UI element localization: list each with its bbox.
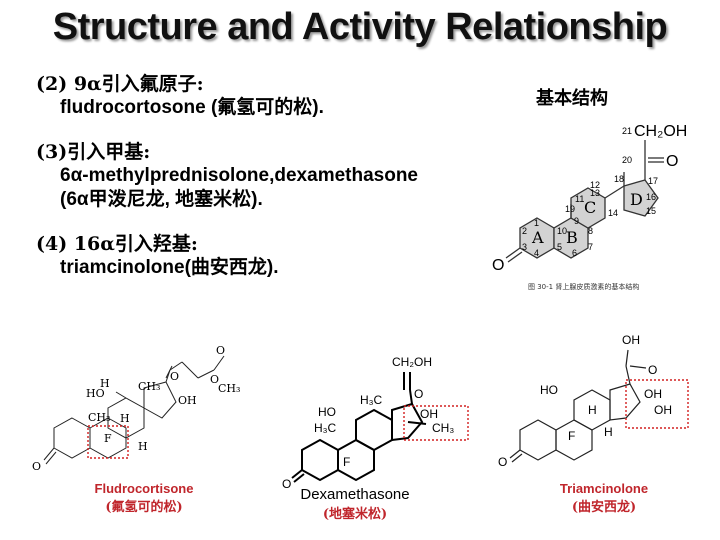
label-oh1: OH <box>644 387 662 401</box>
label-h-b: H <box>604 425 613 439</box>
atom-5: 5 <box>557 242 562 252</box>
sar-item-heading: (2) 9α引入氟原子: <box>36 73 204 95</box>
ring-d <box>623 179 659 217</box>
atom-8: 8 <box>588 226 593 236</box>
label-o-left: O <box>32 460 41 473</box>
fludrocortisone-labels: H HO CH₃ CH₃ H F H OH O O O CH₃ O <box>32 344 240 473</box>
fludrocortisone-cn: (氟氢可的松) <box>105 500 183 515</box>
label-o-left: O <box>282 477 291 491</box>
label-oh2: OH <box>654 403 672 417</box>
label-ch3-ester: CH₃ <box>218 382 240 395</box>
label-o-keto: O <box>170 370 179 383</box>
atom-10: 10 <box>557 226 567 236</box>
atom-20: 20 <box>622 155 632 165</box>
label-f: F <box>343 455 350 469</box>
atom-21: 21 <box>622 126 632 136</box>
label-ho: HO <box>86 387 105 400</box>
ring-label-d: D <box>630 190 643 209</box>
label-ho: HO <box>318 405 336 419</box>
triamcinolone-caption: Triamcinolone (曲安西龙) <box>534 481 674 515</box>
ring-label-c: C <box>584 198 596 217</box>
triamcinolone-name: Triamcinolone <box>559 481 649 496</box>
fludrocortisone-structure <box>43 355 225 465</box>
basic-structure-label: 基本结构 <box>536 88 608 109</box>
label-h-a: H <box>588 403 597 417</box>
sar-item-methyl: (3)引入甲基: 6α-methylprednisolone,dexametha… <box>36 140 526 212</box>
atom-4: 4 <box>534 248 539 258</box>
dexamethasone-structure <box>291 372 427 483</box>
triamcinolone-cn: (曲安西龙) <box>571 500 637 515</box>
label-o-left: O <box>498 455 507 469</box>
atom-ch2oh: CH₂OH <box>634 123 687 140</box>
label-ch3a: CH₃ <box>138 380 160 393</box>
atom-12: 12 <box>590 180 600 190</box>
label-f: F <box>104 432 112 445</box>
atom-1: 1 <box>534 218 539 228</box>
fludrocortisone-caption: Fludrocortisone (氟氢可的松) <box>72 481 216 515</box>
dexamethasone-caption: Dexamethasone (地塞米松) <box>270 486 440 522</box>
sar-item-example: triamcinolone(曲安西龙). <box>60 257 279 278</box>
label-ch3b: CH₃ <box>88 411 110 424</box>
atom-3: 3 <box>522 242 527 252</box>
label-h-top: H <box>100 377 110 390</box>
label-o: O <box>648 363 657 377</box>
label-oh: OH <box>420 407 438 421</box>
sar-list: (2) 9α引入氟原子: fludrocortosone (氟氢可的松). (3… <box>36 72 526 300</box>
atom-19: 19 <box>565 204 575 214</box>
basic-structure-caption: 图 30-1 肾上腺皮质激素的基本结构 <box>528 283 640 291</box>
atom-9: 9 <box>574 216 579 226</box>
fludrocortisone-highlight-box <box>87 425 129 459</box>
dexamethasone-labels: CH₂OH O HO H₃C H₃C OH CH₃ F O <box>282 355 454 491</box>
atom-18: 18 <box>614 174 624 184</box>
atom-7: 7 <box>588 242 593 252</box>
ring-label-b: B <box>566 228 578 247</box>
label-h3c-a: H₃C <box>360 393 383 407</box>
basic-steroid-structure <box>505 140 664 263</box>
atom-13: 13 <box>590 188 600 198</box>
label-o-carbonyl: O <box>216 344 225 357</box>
sar-item-16alpha-hydroxy: (4) 16α引入羟基: triamcinolone(曲安西龙). <box>36 232 526 280</box>
atom-17: 17 <box>648 176 658 186</box>
sar-item-heading: (3)引入甲基: <box>36 141 151 163</box>
label-oh-top: OH <box>622 333 640 347</box>
label-o-ester: O <box>210 373 219 386</box>
atom-15: 15 <box>646 206 656 216</box>
triamcinolone-labels: OH O HO OH OH H H F O <box>498 333 672 469</box>
label-h3c-b: H₃C <box>314 421 337 435</box>
dexamethasone-highlight-box <box>403 405 469 441</box>
label-h-mid: H <box>120 412 130 425</box>
atom-o-left: O <box>492 257 504 274</box>
atom-14: 14 <box>608 208 618 218</box>
atom-2: 2 <box>522 226 527 236</box>
page-title: Structure and Activity Relationship <box>52 6 668 48</box>
sar-item-heading: (4) 16α引入羟基: <box>36 233 198 255</box>
dexamethasone-name: Dexamethasone <box>300 486 410 503</box>
atom-o-top: O <box>666 153 678 170</box>
atom-6: 6 <box>572 248 577 258</box>
sar-item-example: 6α-methylprednisolone,dexamethasone <box>60 165 418 186</box>
label-ch2oh: CH₂OH <box>392 355 432 369</box>
sar-item-example: fludrocortosone (氟氢可的松). <box>60 97 324 118</box>
triamcinolone-highlight-box <box>625 379 689 429</box>
label-h-low: H <box>138 440 148 453</box>
dexamethasone-cn: (地塞米松) <box>322 507 388 522</box>
label-oh: OH <box>178 394 197 407</box>
sar-item-9alpha-fluoro: (2) 9α引入氟原子: fludrocortosone (氟氢可的松). <box>36 72 526 120</box>
ring-label-a: A <box>531 228 544 247</box>
atom-16: 16 <box>646 192 656 202</box>
triamcinolone-structure <box>509 349 647 463</box>
fludrocortisone-name: Fludrocortisone <box>94 481 194 496</box>
label-o: O <box>414 387 423 401</box>
basic-structure-labels: A B C D 21 CH₂OH 20 O 18 17 16 15 14 13 … <box>492 123 687 274</box>
atom-11: 11 <box>575 194 584 204</box>
sar-item-example-cn: (6α甲泼尼龙, 地塞米松). <box>60 189 263 210</box>
label-ho: HO <box>540 383 558 397</box>
label-f: F <box>568 429 575 443</box>
label-ch3: CH₃ <box>432 421 454 435</box>
